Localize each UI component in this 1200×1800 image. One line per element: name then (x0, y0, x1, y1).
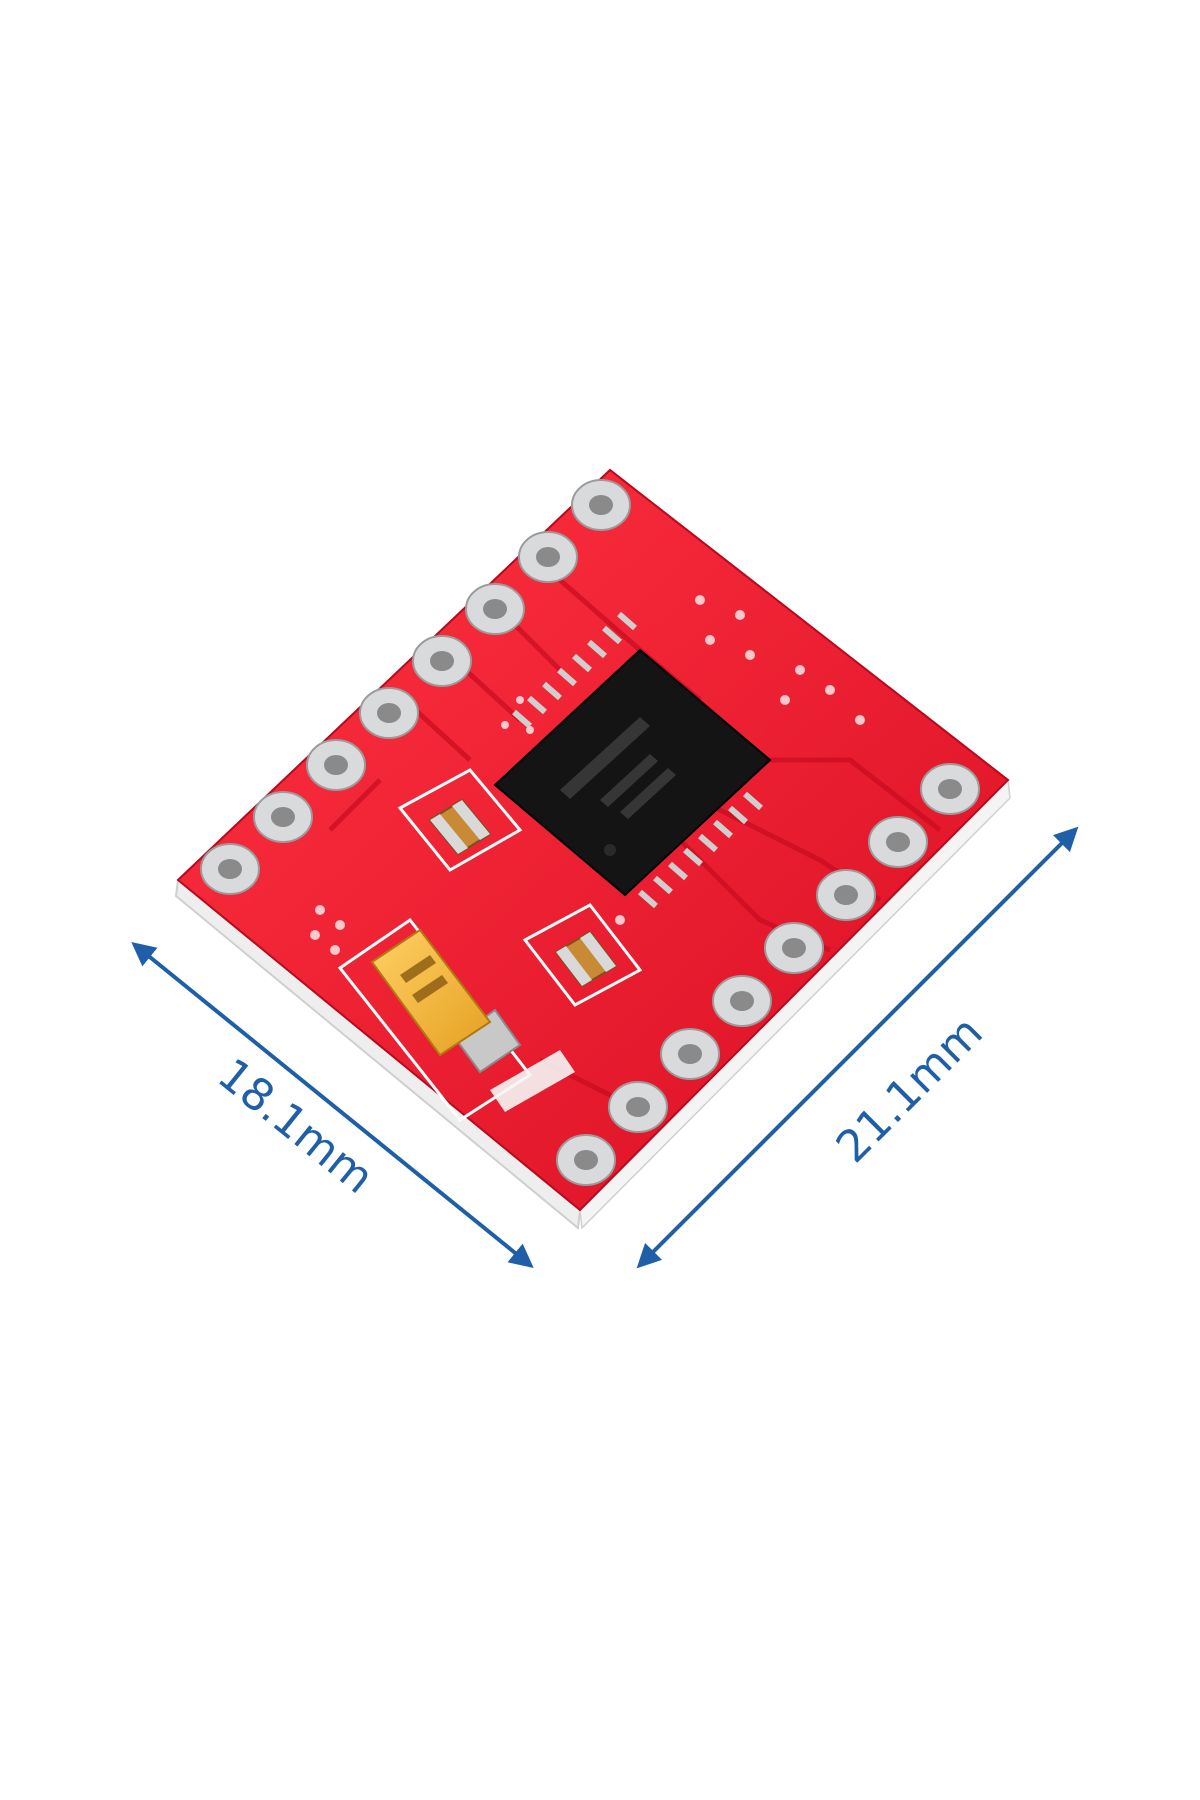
pin-pad (412, 635, 472, 687)
height-label: 21.1mm (827, 1007, 993, 1173)
pin-pad (712, 975, 772, 1027)
smd-capacitor-top (397, 768, 523, 872)
chip-legs-top (512, 611, 637, 729)
pin-pad (200, 843, 260, 895)
pin-pad (306, 739, 366, 791)
pin-pad (253, 791, 313, 843)
ic-chip (493, 611, 772, 909)
chip-pin1-dot (604, 844, 616, 856)
left-pin-header (200, 479, 631, 895)
pin-pad (660, 1028, 720, 1080)
pin-pad (868, 816, 928, 868)
pin-pad (359, 687, 419, 739)
width-arrow-line (131, 941, 534, 1269)
pin-pad (518, 531, 578, 583)
chip-marking (560, 717, 676, 819)
pin-pad (556, 1134, 616, 1186)
pin-pad (764, 922, 824, 974)
pin-pad (571, 479, 631, 531)
height-arrow-line (636, 826, 1079, 1269)
pin-pad (465, 583, 525, 635)
pin-pad (608, 1081, 668, 1133)
pin-pad (816, 869, 876, 921)
pin-pad (920, 763, 980, 815)
